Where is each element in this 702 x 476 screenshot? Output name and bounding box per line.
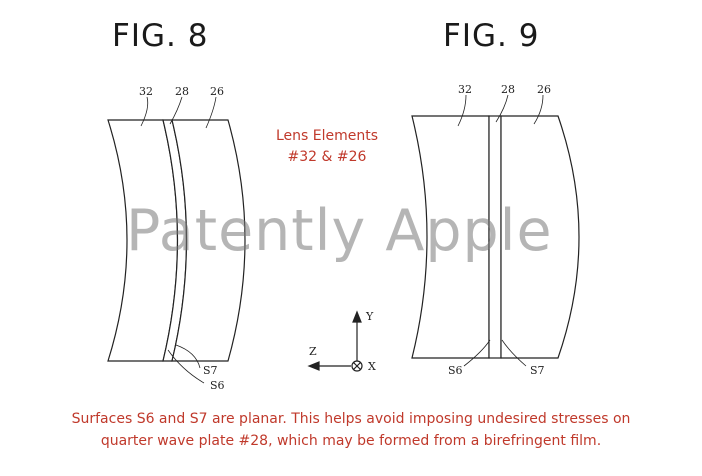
annotation-line-1: Lens Elements [275,128,379,144]
fig9-label-s6: S6 [448,364,463,377]
fig8-label-26: 26 [210,85,224,98]
x-axis-cross-b [353,362,361,370]
fig9-lens-26 [500,115,580,359]
fig9-lens-32 [411,115,490,359]
fig8-label-32: 32 [139,85,153,98]
fig8-title: FIG. 8 [112,18,209,54]
z-axis-arrowhead [307,361,320,371]
fig8-label-28: 28 [175,85,189,98]
fig9-label-32: 32 [458,83,472,96]
fig9-label-s7: S7 [530,364,545,377]
y-axis-arrowhead [352,310,362,323]
fig9-leader-26 [533,94,544,125]
fig8-label-s6: S6 [210,379,225,392]
fig9-drawing [411,94,580,367]
fig9-label-28: 28 [501,83,515,96]
axis-label-x: X [368,360,376,373]
fig8-drawing [107,96,246,384]
fig8-leader-s6 [167,349,205,384]
fig9-leader-s6 [463,339,491,367]
fig8-label-s7: S7 [203,364,218,377]
fig8-leader-28 [169,96,183,125]
fig8-leader-s7 [175,344,201,369]
fig8-leader-32 [140,96,149,127]
axis-label-z: Z [309,345,317,358]
fig9-leader-s7 [501,339,527,367]
fig8-lens-26 [171,119,246,362]
fig9-leader-32 [457,94,467,127]
fig9-leader-28 [495,94,509,123]
watermark: Patently Apple [126,198,553,264]
lens-elements-annotation: Lens Elements #32 & #26 [262,126,392,168]
fig8-leader-26 [205,96,217,129]
caption-line-1: Surfaces S6 and S7 are planar. This help… [71,411,631,427]
annotation-line-2: #32 & #26 [287,149,367,165]
fig9-title: FIG. 9 [443,18,540,54]
caption: Surfaces S6 and S7 are planar. This help… [0,408,702,452]
caption-line-2: quarter wave plate #28, which may be for… [100,433,602,449]
coordinate-axes [307,310,363,372]
fig9-label-26: 26 [537,83,551,96]
axis-label-y: Y [365,310,374,323]
